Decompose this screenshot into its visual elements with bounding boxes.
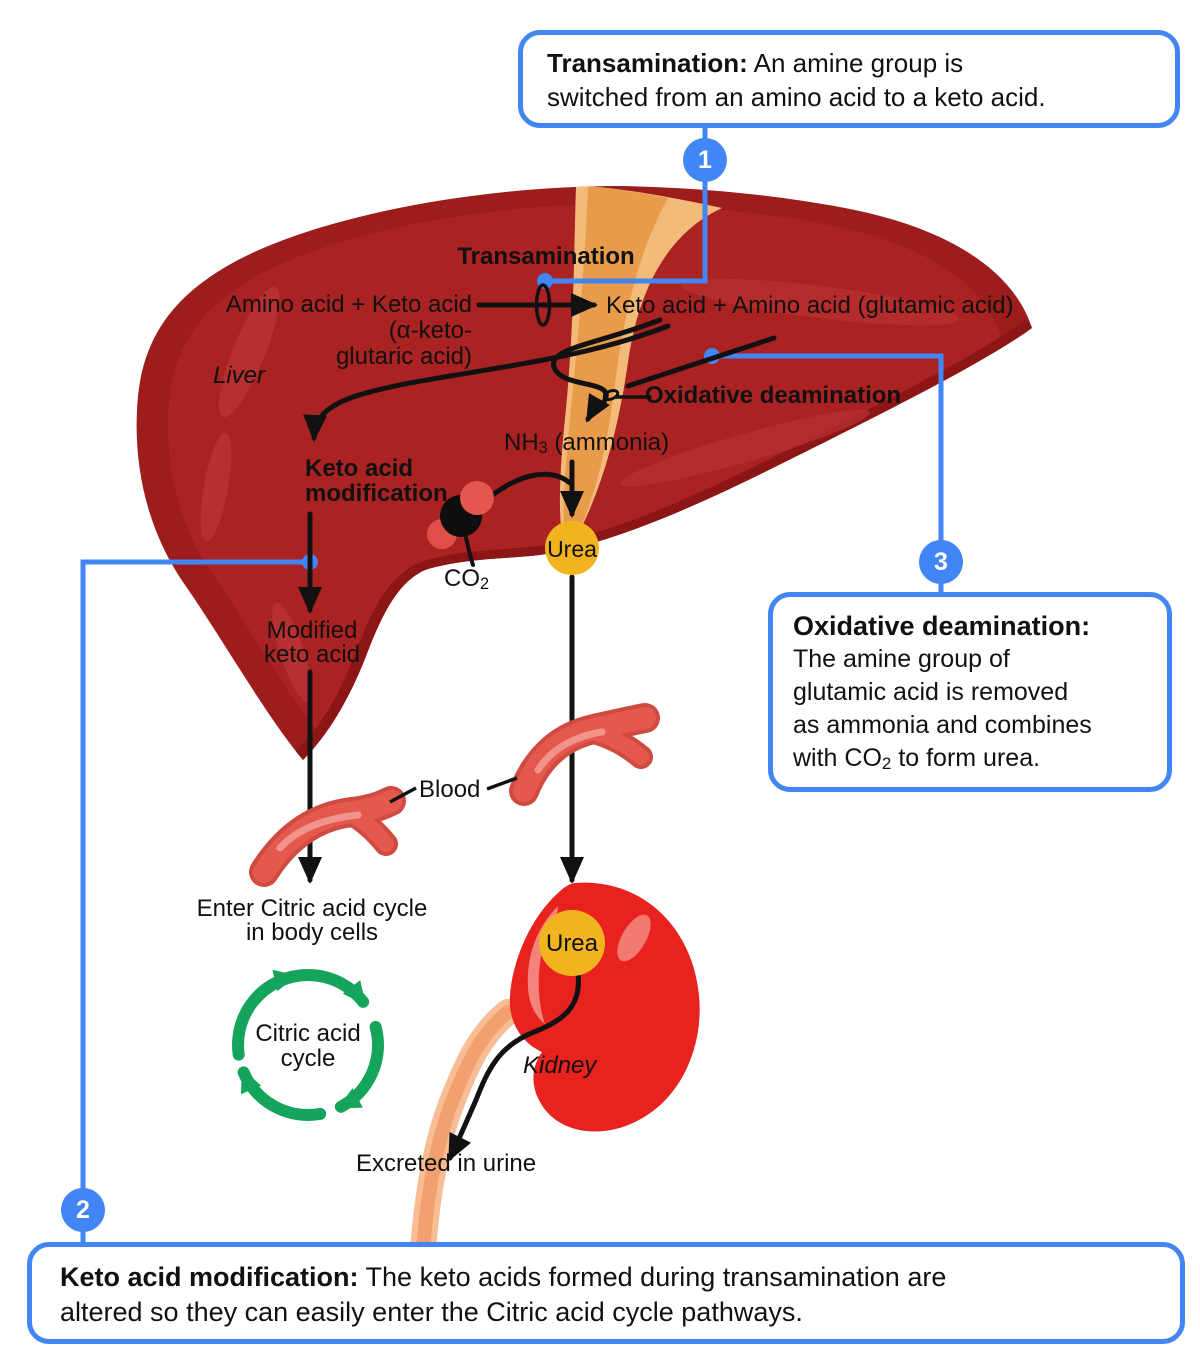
kidney-illustration [410, 882, 700, 1263]
transamination-label: Transamination [457, 243, 635, 270]
callout-keto-modification-text: Keto acid modification: The keto acids f… [60, 1260, 1152, 1330]
callout-2-body2: altered so they can easily enter the Cit… [60, 1297, 803, 1327]
oxidative-deamination-label: Oxidative deamination [645, 382, 902, 409]
callout-3-body4: with CO2 to form urea. [793, 742, 1147, 780]
keto-modification-label: Keto acid modification [305, 456, 448, 506]
callout-2-body1: The keto acids formed during transaminat… [358, 1262, 947, 1292]
reaction-left-label: Amino acid + Keto acid (α-keto- glutaric… [196, 292, 472, 370]
callout-3-number-badge: 3 [919, 540, 963, 584]
modified-keto-label: Modified keto acid [238, 619, 386, 667]
citric-cycle-label: Citric acid cycle [238, 1021, 378, 1071]
excreted-label: Excreted in urine [356, 1150, 537, 1177]
callout-3-body4-sub: 2 [881, 754, 892, 774]
modified-line2: keto acid [263, 641, 361, 668]
urea-kidney-circle [539, 910, 605, 976]
excretion-arrow [447, 971, 581, 1162]
keto-mod-line1: Keto acid [305, 455, 414, 482]
nh3-pre: NH [504, 429, 539, 456]
enter-line2: in body cells [245, 919, 379, 946]
callout-2-title: Keto acid modification: [60, 1262, 359, 1292]
callout-keto-modification: Keto acid modification: The keto acids f… [27, 1242, 1185, 1344]
reaction-right-label: Keto acid + Amino acid (glutamic acid) [606, 292, 1014, 319]
callout-2-number-badge: 2 [61, 1188, 105, 1232]
callout-3-body1: The amine group of [793, 645, 1010, 673]
keto-mod-line2: modification [305, 480, 448, 507]
blood-vessel-left [249, 786, 406, 887]
urea-kidney-label: Urea [545, 930, 599, 957]
connector-2 [80, 559, 310, 1242]
nh3-post: (ammonia) [547, 429, 670, 456]
kidney-highlight [527, 906, 558, 1024]
connector-3 [712, 353, 944, 592]
nh3-sub: 3 [538, 438, 548, 457]
blood-vessel-right [509, 703, 660, 806]
cycle-line1: Citric acid [255, 1020, 361, 1047]
liver-label: Liver [213, 362, 266, 389]
nh3-label: NH3 (ammonia) [504, 430, 669, 461]
callout-2-line1: Keto acid modification: The keto acids f… [60, 1260, 1152, 1295]
co2-pre: CO [444, 565, 480, 592]
callout-1-title: Transamination: [547, 48, 748, 78]
callout-1-body1: An amine group is [747, 48, 964, 78]
enzyme-ellipse [534, 283, 552, 327]
label-dash-loop [602, 389, 620, 401]
reaction-left-line3: glutaric acid) [335, 343, 472, 370]
enter-citric-label: Enter Citric acid cycle in body cells [188, 897, 436, 945]
callout-transamination: Transamination: An amine group is switch… [518, 30, 1180, 128]
callout-1-line1: Transamination: An amine group is [547, 46, 1151, 80]
callout-3-title: Oxidative deamination: [793, 611, 1091, 641]
co2-label: CO2 [444, 566, 489, 597]
modified-line1: Modified [266, 617, 358, 644]
cycle-line2: cycle [280, 1045, 336, 1072]
callout-1-number-badge: 1 [683, 138, 727, 182]
blood-label: Blood [419, 776, 481, 803]
callout-3-body3: as ammonia and combines [793, 711, 1092, 739]
co2-label-line [464, 536, 475, 567]
co2-sub: 2 [480, 574, 490, 593]
curve-to-keto-modification [303, 323, 671, 442]
reaction-left-line1: Amino acid + Keto acid [225, 291, 472, 318]
callout-oxidative-deamination: Oxidative deamination: The amine group o… [768, 592, 1172, 792]
callout-transamination-text: Transamination: An amine group is switch… [547, 46, 1151, 114]
urea-liver-label: Urea [547, 536, 597, 562]
urea-liver-circle [545, 521, 599, 575]
callout-3-body2: glutamic acid is removed [793, 678, 1069, 706]
co2-molecule-icon [427, 481, 494, 549]
callout-3-body4-pre: with CO [793, 744, 882, 772]
kidney-label: Kidney [523, 1052, 597, 1079]
blood-label-lines [389, 776, 518, 804]
reaction-left-line2: (α-keto- [388, 317, 472, 344]
enter-line1: Enter Citric acid cycle [196, 895, 428, 922]
deamination-stub-line [625, 335, 777, 389]
co2-merge-curve [487, 471, 573, 500]
callout-1-body2: switched from an amino acid to a keto ac… [547, 82, 1046, 112]
curve-oxidative-deamination [551, 317, 663, 423]
callout-3-body4-post: to form urea. [891, 744, 1041, 772]
citric-acid-cycle-icon [232, 968, 384, 1121]
